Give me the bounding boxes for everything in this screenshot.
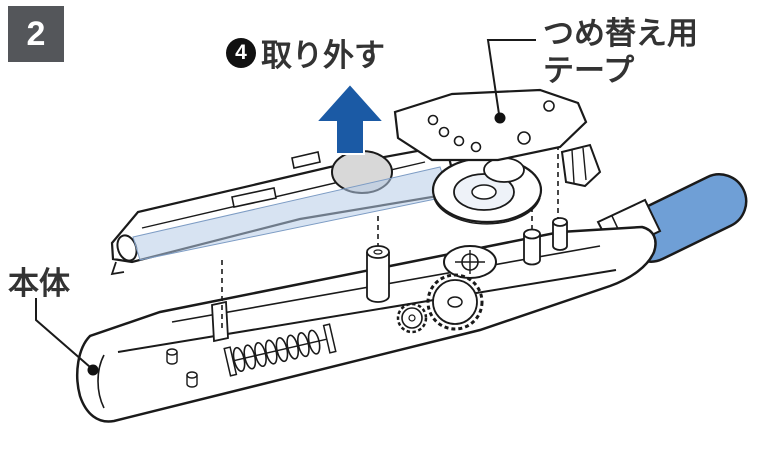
step-badge: 2 (8, 6, 64, 62)
label-refill-line1: つめ替え用 (543, 16, 698, 51)
label-refill-tape: つめ替え用 テープ (543, 16, 698, 89)
refill-cartridge (110, 88, 588, 276)
refill-anchor-dot (494, 112, 506, 124)
body-pegs (166, 348, 198, 388)
up-arrow-icon (313, 82, 387, 155)
alignment-guides (221, 136, 559, 332)
refill-leader-line (486, 39, 536, 124)
body-posts-right (523, 217, 568, 266)
body-internals (166, 143, 602, 388)
label-body-text: 本体 (8, 266, 70, 301)
tape-spool (431, 156, 543, 225)
body-latch (560, 143, 602, 188)
body-post-cylinder (366, 245, 390, 303)
refill-top-plate (393, 88, 588, 162)
label-refill-line2: テープ (543, 52, 635, 88)
instruction-text: 4 取り外す (226, 30, 385, 75)
body-spring (223, 323, 337, 377)
body-leader-line (35, 298, 99, 376)
step-number: 2 (26, 14, 46, 53)
circled-number-icon: 4 (226, 37, 256, 68)
label-main-body: 本体 (8, 258, 70, 303)
body-gears (396, 273, 484, 334)
body-spool-boss (443, 245, 497, 279)
instruction-label: 取り外す (261, 38, 385, 73)
body-anchor-dot (87, 364, 99, 376)
